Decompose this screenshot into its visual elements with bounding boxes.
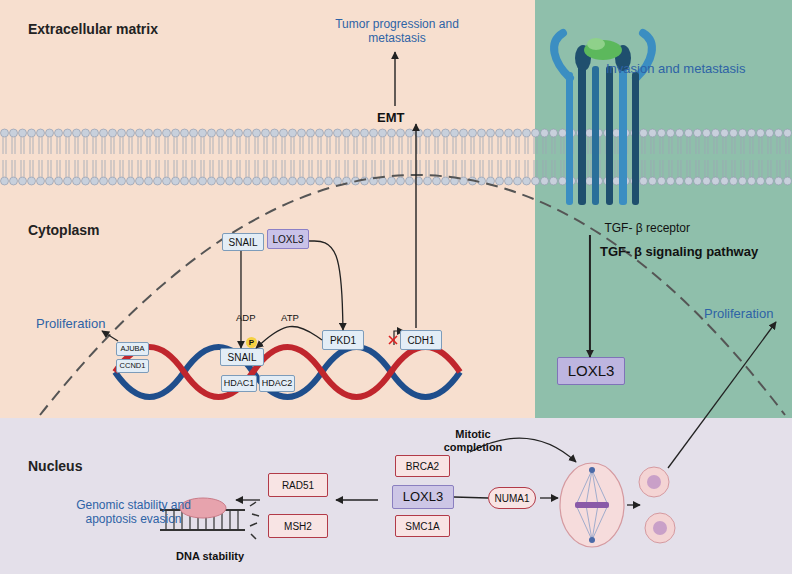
protein-pill: NUMA1: [488, 487, 536, 509]
molecule-label: ATP: [281, 312, 299, 323]
outcome-text: Proliferation: [36, 316, 105, 332]
protein-box: LOXL3: [267, 229, 309, 249]
gene-box: CDH1: [400, 330, 442, 350]
proliferation-arrow: [668, 322, 776, 468]
cytoplasm-region: [0, 0, 792, 420]
node-label: LOXL3: [272, 234, 303, 245]
node-label: SNAIL: [228, 352, 257, 363]
outcome-text: Genomic stability and apoptosis evasion: [66, 498, 201, 527]
protein-box: SMC1A: [395, 515, 450, 537]
node-label: SMC1A: [405, 521, 439, 532]
nucleus-region: [0, 418, 792, 574]
receptor-chain: [578, 62, 586, 205]
tgf-beta-receptor-symbol: [554, 33, 652, 205]
connector-arrow: [240, 251, 241, 348]
progression-arrow: [394, 52, 395, 106]
outcome-text: Proliferation: [704, 306, 773, 322]
connector-arrow: [256, 327, 322, 348]
division-arrow: [627, 504, 640, 505]
receptor-chain: [632, 72, 639, 205]
centrosome: [589, 537, 595, 543]
centrosome: [589, 467, 595, 473]
protein-box: SNAIL: [220, 348, 264, 366]
node-label: BRCA2: [406, 461, 439, 472]
emt-arrow: [415, 124, 416, 328]
protein-box: MSH2: [268, 514, 328, 538]
protein-box: HDAC2: [259, 375, 295, 392]
node-label: SNAIL: [229, 237, 258, 248]
node-label: RAD51: [282, 480, 314, 491]
proliferation-arrow: [102, 331, 118, 341]
protein-box: LOXL3: [392, 485, 454, 509]
spindle: [576, 470, 608, 540]
connector-arrow: [454, 497, 488, 498]
outcome-text: Tumor progression and metastasis: [322, 17, 472, 46]
gene-box: CCND1: [116, 359, 149, 373]
signaling-region: [535, 0, 792, 420]
nuclear-envelope: [40, 175, 785, 415]
receptor-label: TGF- β receptor: [604, 222, 690, 235]
pathway-arrow: [336, 499, 378, 500]
node-label: PKD1: [330, 335, 356, 346]
region-title: Nucleus: [28, 458, 82, 475]
protein-box: PKD1: [322, 330, 364, 350]
receptor-chain: [592, 66, 599, 205]
dna-break: [250, 502, 259, 539]
process-text: Mitotic completion: [436, 428, 510, 454]
daughter-cells: [639, 467, 675, 543]
node-label: CCND1: [120, 362, 146, 370]
region-title: Cytoplasm: [28, 222, 100, 239]
caption-text: DNA stability: [176, 550, 244, 563]
receptor-chain: [566, 72, 573, 205]
node-label: CDH1: [407, 335, 434, 346]
connector-label: TGF- β signaling pathway: [600, 244, 758, 259]
node-label: LOXL3: [403, 490, 443, 504]
node-label: HDAC1: [224, 379, 255, 389]
dna-strand: [115, 347, 460, 397]
outcome-text: Invasion and metastasis: [606, 61, 745, 77]
lipid-bilayer: [0, 128, 792, 186]
pathway-arrow: [540, 497, 558, 498]
repression-cross: [389, 336, 397, 344]
cell-body: [560, 463, 624, 547]
node-label: MSH2: [284, 521, 312, 532]
cell-nucleus: [653, 521, 667, 535]
cell-nucleus: [647, 475, 661, 489]
chromosomes: [575, 502, 609, 508]
receptor-chain: [606, 66, 613, 205]
receptor-chain: [619, 62, 627, 205]
daughter-cell: [639, 467, 669, 497]
receptor-node: TGF- β receptor: [545, 30, 690, 235]
protein-box: LOXL3: [557, 357, 625, 385]
molecule-label: ADP: [236, 312, 256, 323]
gene-box: AJUBA: [116, 342, 149, 356]
dna-helix: [115, 347, 460, 397]
node-label: LOXL3: [568, 363, 615, 380]
node-label: NUMA1: [494, 493, 529, 504]
node-label: HDAC2: [262, 379, 293, 389]
connector-arrow: [309, 241, 343, 330]
pathway-arrow: [236, 499, 260, 500]
receptor-arm: [554, 33, 570, 78]
node-label: AJUBA: [120, 345, 144, 353]
process-text: EMT: [377, 110, 404, 126]
region-title: Extracellular matrix: [28, 21, 158, 38]
protein-box: RAD51: [268, 473, 328, 497]
dna-strand: [115, 347, 460, 397]
protein-box: BRCA2: [395, 455, 450, 477]
tgf-beta-ligand: [587, 38, 605, 50]
daughter-cell: [645, 513, 675, 543]
protein-box: HDAC1: [221, 375, 257, 392]
phosphate-badge: P: [246, 337, 257, 348]
protein-box: SNAIL: [222, 233, 264, 251]
connector-arrow: [589, 235, 591, 357]
mitotic-cell: [560, 463, 624, 547]
